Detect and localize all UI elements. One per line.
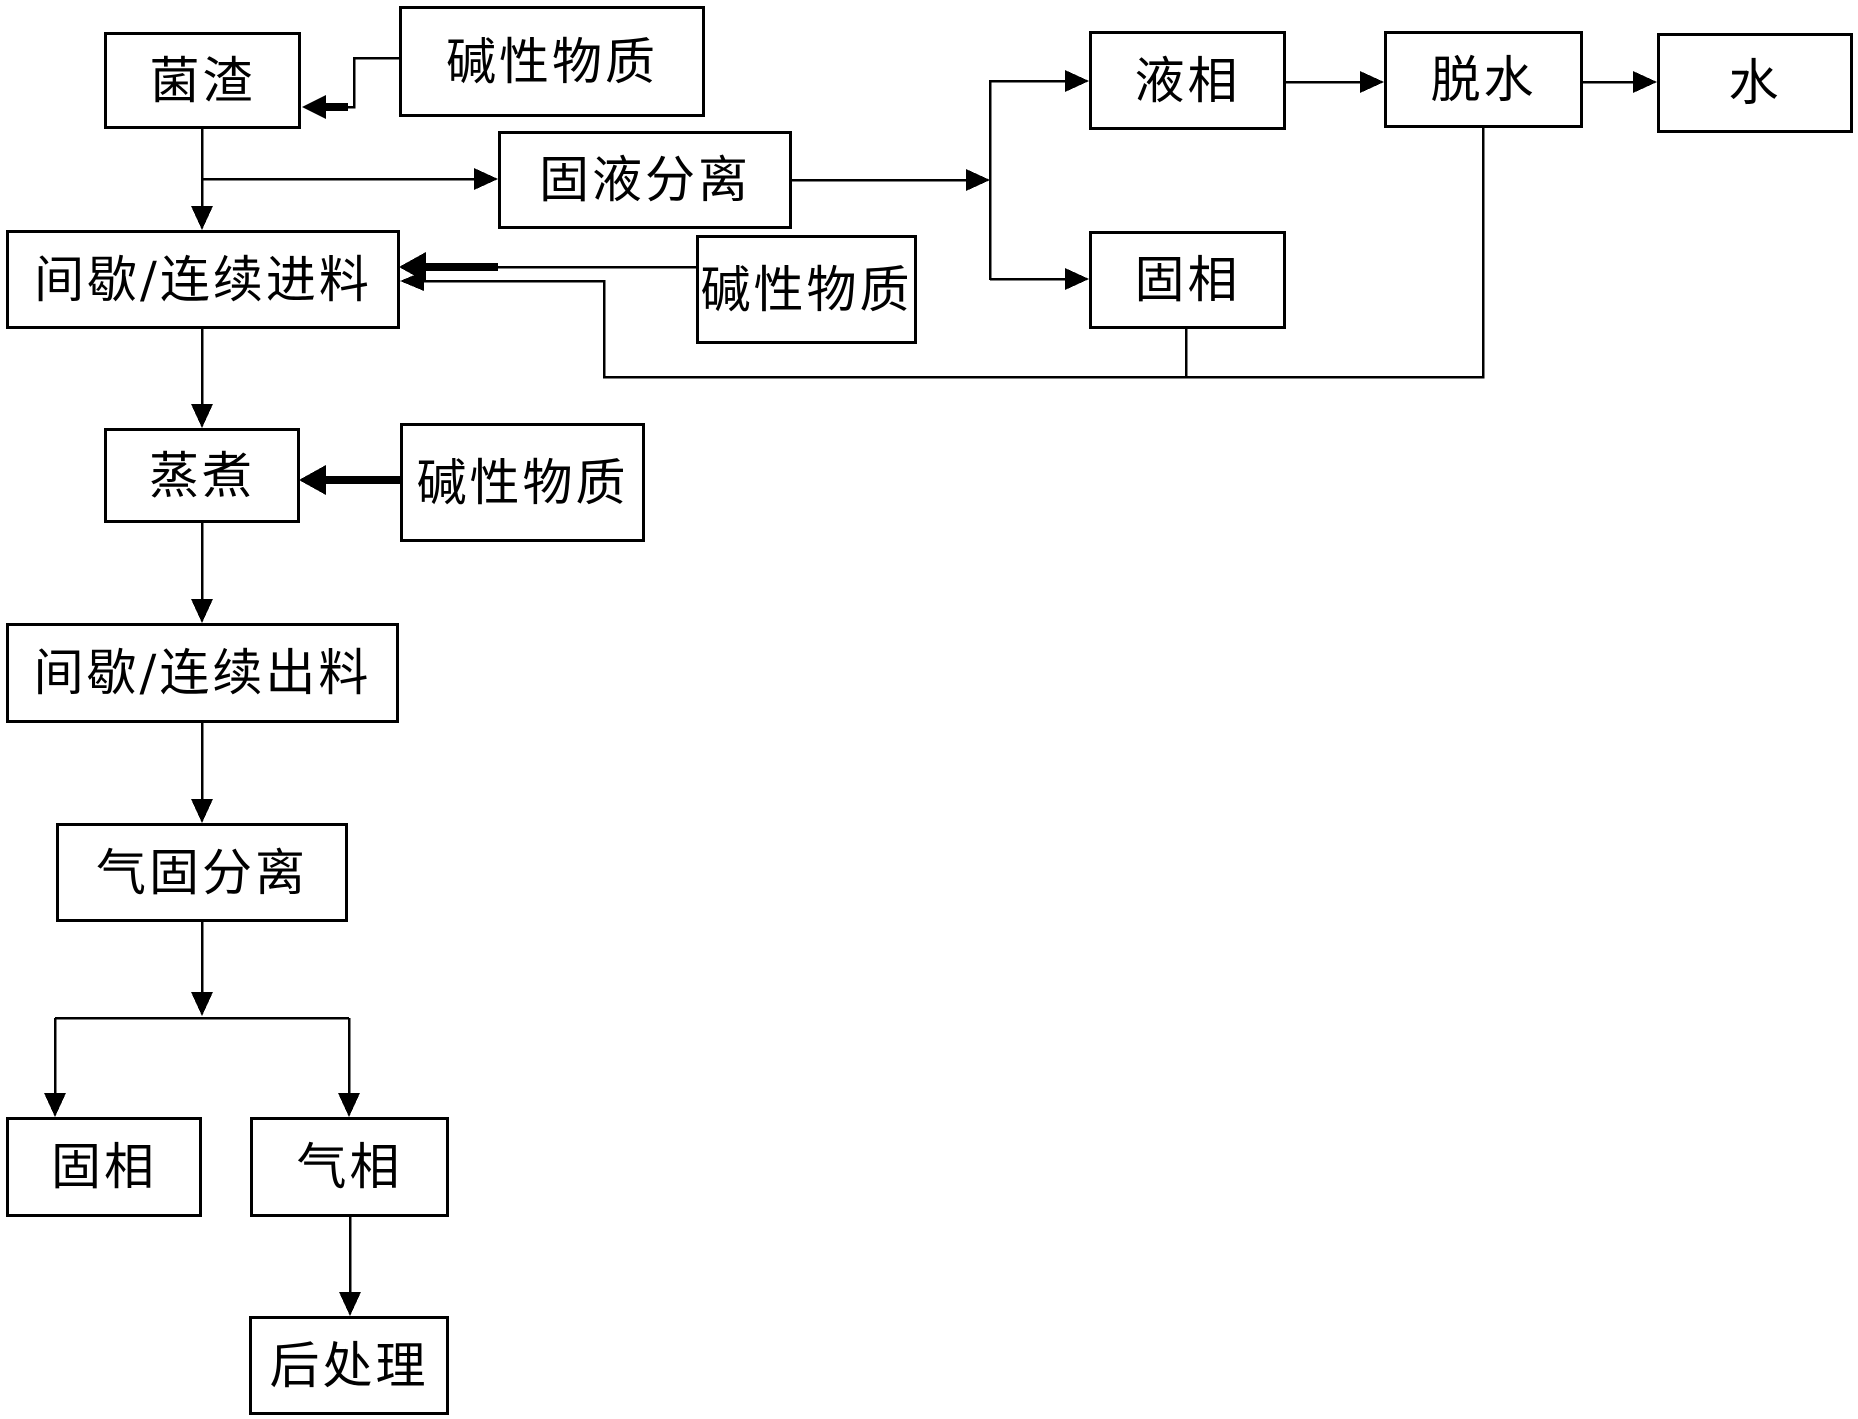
node-liquid-phase: 液相 [1089, 31, 1286, 130]
node-cooking: 蒸煮 [104, 428, 300, 523]
node-intermittent-continuous-feed: 间歇/连续进料 [6, 230, 400, 329]
node-gas-solid-separation: 气固分离 [56, 823, 348, 922]
node-dewatering: 脱水 [1384, 31, 1583, 128]
node-alkaline-substance-lower: 碱性物质 [400, 423, 645, 542]
node-intermittent-continuous-discharge: 间歇/连续出料 [6, 623, 399, 723]
node-gas-phase: 气相 [250, 1117, 449, 1217]
node-alkaline-substance-top: 碱性物质 [399, 6, 705, 117]
node-post-treatment: 后处理 [249, 1316, 449, 1415]
node-water: 水 [1657, 33, 1853, 133]
node-solid-phase-lower: 固相 [6, 1117, 202, 1217]
node-fungus-residue: 菌渣 [104, 32, 301, 129]
node-solid-liquid-separation: 固液分离 [498, 131, 792, 229]
node-solid-phase-upper: 固相 [1089, 231, 1286, 329]
node-alkaline-substance-middle: 碱性物质 [696, 235, 917, 344]
